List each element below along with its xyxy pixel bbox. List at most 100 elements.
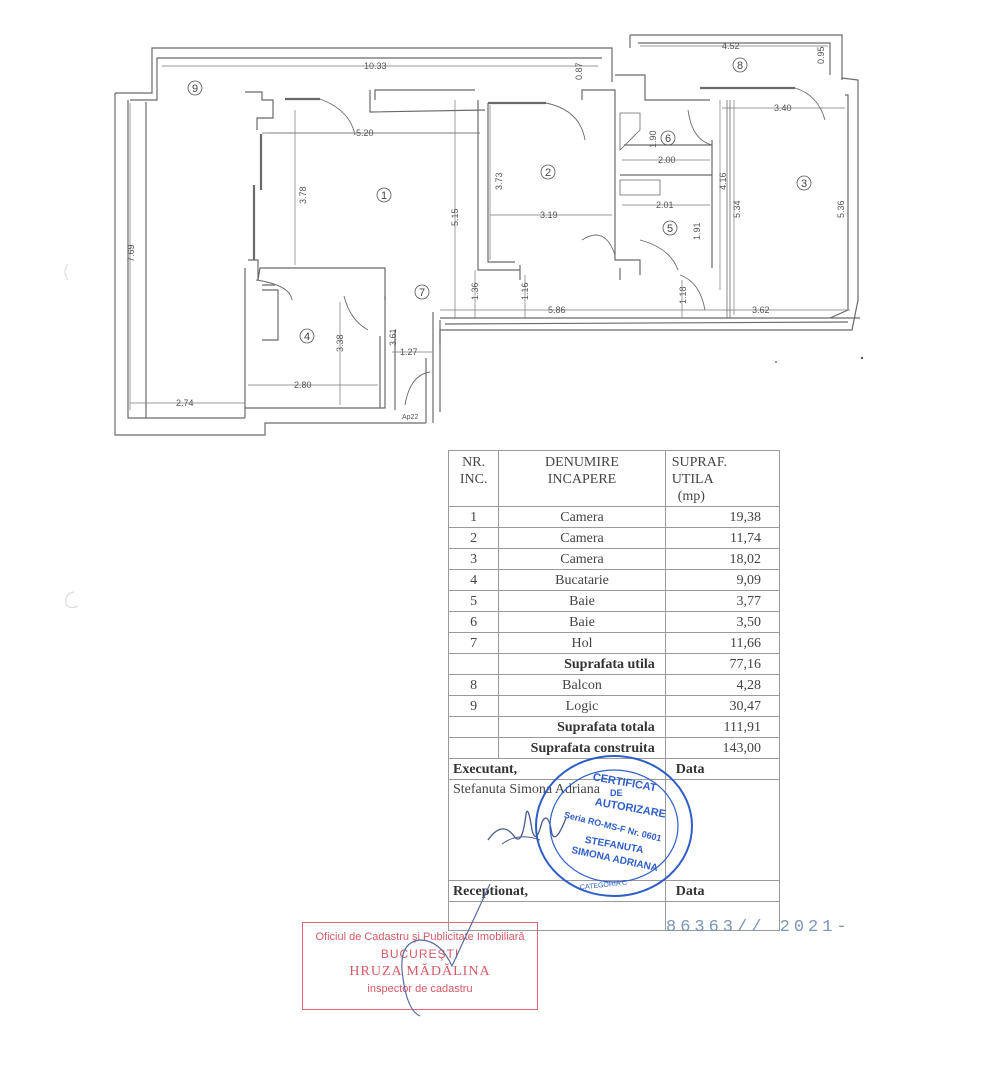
- room-nr: 5: [447, 590, 500, 612]
- receptionat-date-label: Data: [664, 880, 781, 902]
- stamp-line-3: AUTORIZARE: [594, 796, 667, 820]
- header-text: NR.: [462, 455, 486, 470]
- executant-name: Stefanuta Simona Adriana: [448, 779, 666, 881]
- receptionat-signature: [448, 901, 666, 931]
- dim-10-33: 10.33: [364, 61, 387, 71]
- header-name: DENUMIRE INCAPERE: [498, 450, 666, 507]
- header-text: (mp): [677, 489, 705, 504]
- executant-signature-row: Stefanuta Simona Adriana: [448, 779, 781, 881]
- cadastre-office-stamp: Oficiul de Cadastru şi Publicitate Imobi…: [302, 922, 538, 1010]
- room-nr: 3: [447, 548, 500, 570]
- room-number-6: 6: [665, 133, 671, 145]
- room-nr: 1: [447, 506, 500, 528]
- dim-1-91: 1.91: [692, 222, 702, 240]
- built-label: Suprafata construita: [498, 737, 666, 759]
- room-number-7: 7: [419, 287, 425, 299]
- room-nr: 7: [447, 632, 500, 654]
- dim-5-86: 5.86: [548, 305, 566, 315]
- registration-number: 86363// 2021-: [666, 918, 851, 937]
- room-name: Logic: [498, 695, 666, 717]
- stamp-ring-text: CATEGORIA C: [580, 880, 628, 892]
- room-name: Camera: [498, 548, 666, 570]
- room-number-3: 3: [801, 178, 807, 190]
- room-number-1: 1: [381, 190, 387, 202]
- dim-2-80: 2.80: [294, 380, 312, 390]
- room-name: Balcon: [498, 674, 666, 696]
- receptionat-signature-row: [448, 901, 781, 931]
- header-nr: NR. INC.: [447, 450, 500, 507]
- dim-5-34: 5.34: [732, 200, 742, 218]
- dim-2-00: 2.00: [658, 155, 676, 165]
- total-area: 111,91: [664, 716, 781, 738]
- subtotal-area: 77,16: [664, 653, 781, 675]
- dim-5-20: 5.20: [356, 128, 374, 138]
- stamp-inspector-name: HRUZA MĂDĂLINA: [349, 964, 491, 979]
- empty-cell: [447, 653, 500, 675]
- room-name: Baie: [498, 590, 666, 612]
- dim-2-74: 2.74: [176, 398, 194, 408]
- stamp-inspector-title: inspector de cadastru: [367, 983, 473, 995]
- dim-3-40: 3.40: [774, 103, 792, 113]
- dim-1-18: 1.18: [678, 286, 688, 304]
- room-nr: 8: [447, 674, 500, 696]
- dim-1-36: 1.36: [470, 282, 480, 300]
- dim-3-19: 3.19: [540, 210, 558, 220]
- floor-plan-drawing: 10.33 0.87 4.52 0.95 5.20 3.40 3.78 5.15…: [64, 34, 864, 436]
- dim-0-87: 0.87: [574, 62, 584, 80]
- room-nr: 6: [447, 611, 500, 633]
- executant-date-value: [664, 779, 781, 881]
- receptionat-date-value: [664, 901, 781, 931]
- room-area: 3,77: [664, 590, 781, 612]
- room-name: Hol: [498, 632, 666, 654]
- dim-3-38: 3.38: [335, 334, 345, 352]
- receptionat-signature-icon: [401, 883, 491, 1017]
- header-text: INC.: [459, 472, 488, 487]
- room-area: 4,28: [664, 674, 781, 696]
- executant-row: Executant, Data: [448, 758, 781, 780]
- dim-3-62: 3.62: [752, 305, 770, 315]
- area-table: NR. INC. DENUMIRE INCAPERE SUPRAF. UTILA…: [447, 450, 781, 931]
- total-label: Suprafata totala: [498, 716, 666, 738]
- stamp-line-2: DE: [610, 788, 623, 798]
- floor-plan: 10.33 0.87 4.52 0.95 5.20 3.40 3.78 5.15…: [0, 0, 996, 445]
- room-nr: 2: [447, 527, 500, 549]
- room-name: Bucatarie: [498, 569, 666, 591]
- room-number-9: 9: [192, 83, 198, 95]
- room-name: Baie: [498, 611, 666, 633]
- room-area: 18,02: [664, 548, 781, 570]
- apartment-label: Ap22: [402, 414, 418, 421]
- room-number-5: 5: [667, 223, 673, 235]
- room-area: 11,74: [664, 527, 781, 549]
- dim-1-27: 1.27: [400, 347, 418, 357]
- empty-cell: [447, 737, 500, 759]
- room-name: Camera: [498, 527, 666, 549]
- dim-7-69: 7.69: [126, 244, 136, 262]
- room-nr: 4: [447, 569, 500, 591]
- room-area: 19,38: [664, 506, 781, 528]
- dim-1-90: 1.90: [648, 130, 658, 148]
- dim-0-95: 0.95: [816, 46, 826, 64]
- dim-2-01: 2.01: [656, 200, 674, 210]
- dim-5-36: 5.36: [836, 200, 846, 218]
- header-text: DENUMIRE: [545, 455, 619, 470]
- room-number-8: 8: [737, 60, 743, 72]
- dim-3-73: 3.73: [494, 172, 504, 190]
- dim-4-52: 4.52: [722, 41, 740, 51]
- header-text: INCAPERE: [547, 472, 617, 487]
- room-area: 30,47: [664, 695, 781, 717]
- stamp-office-name: Oficiul de Cadastru şi Publicitate Imobi…: [315, 931, 525, 943]
- empty-cell: [447, 716, 500, 738]
- room-number-2: 2: [545, 167, 551, 179]
- dim-3-78: 3.78: [298, 186, 308, 204]
- dim-3-61: 3.61: [388, 328, 398, 346]
- dim-5-15: 5.15: [450, 208, 460, 226]
